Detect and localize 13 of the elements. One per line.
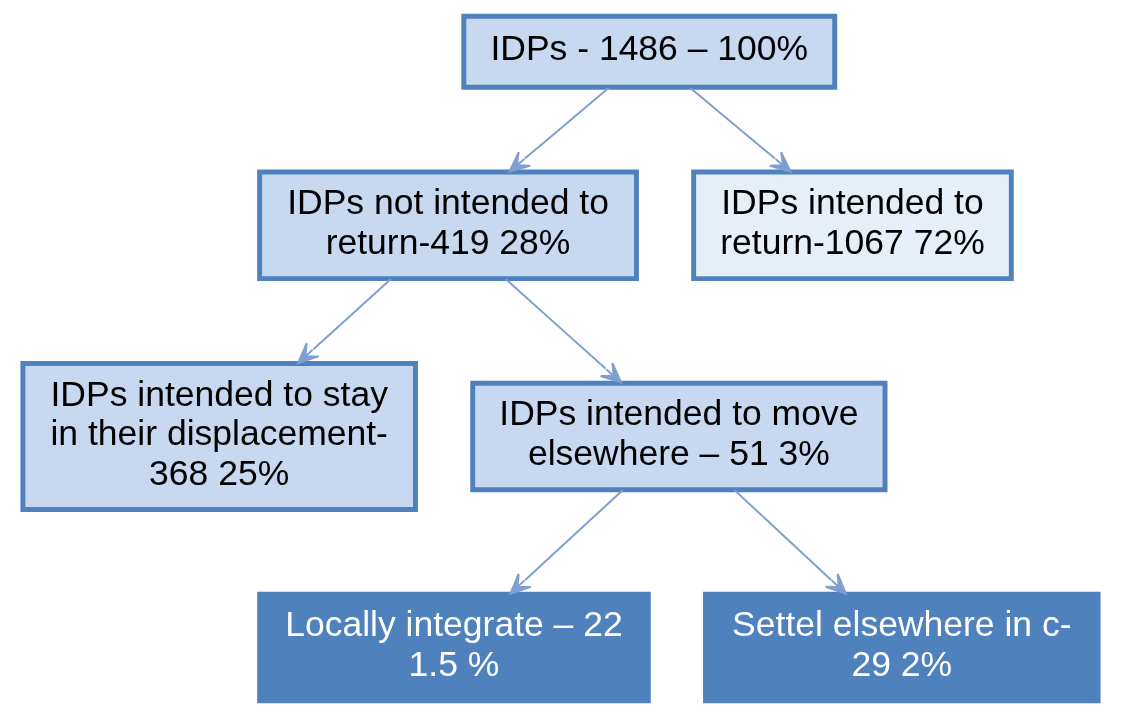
arrow <box>689 87 792 173</box>
node-box: IDPs intended to return-1067 72% <box>691 169 1014 282</box>
node-box: Settel elsewhere in c- 29 2% <box>703 591 1101 704</box>
arrow <box>504 278 623 384</box>
node-box: IDPs intended to move elsewhere – 51 3% <box>470 380 888 493</box>
arrow <box>733 489 848 595</box>
node-box: IDPs - 1486 – 100% <box>461 13 838 90</box>
arrow <box>297 278 392 365</box>
node-box: IDPs intended to stay in their displacement- 368 25% <box>20 360 418 512</box>
arrow <box>509 489 624 595</box>
arrow <box>508 87 610 173</box>
node-box: IDPs not intended to return-419 28% <box>257 169 639 282</box>
node-box: Locally integrate – 22 1.5 % <box>257 591 651 704</box>
